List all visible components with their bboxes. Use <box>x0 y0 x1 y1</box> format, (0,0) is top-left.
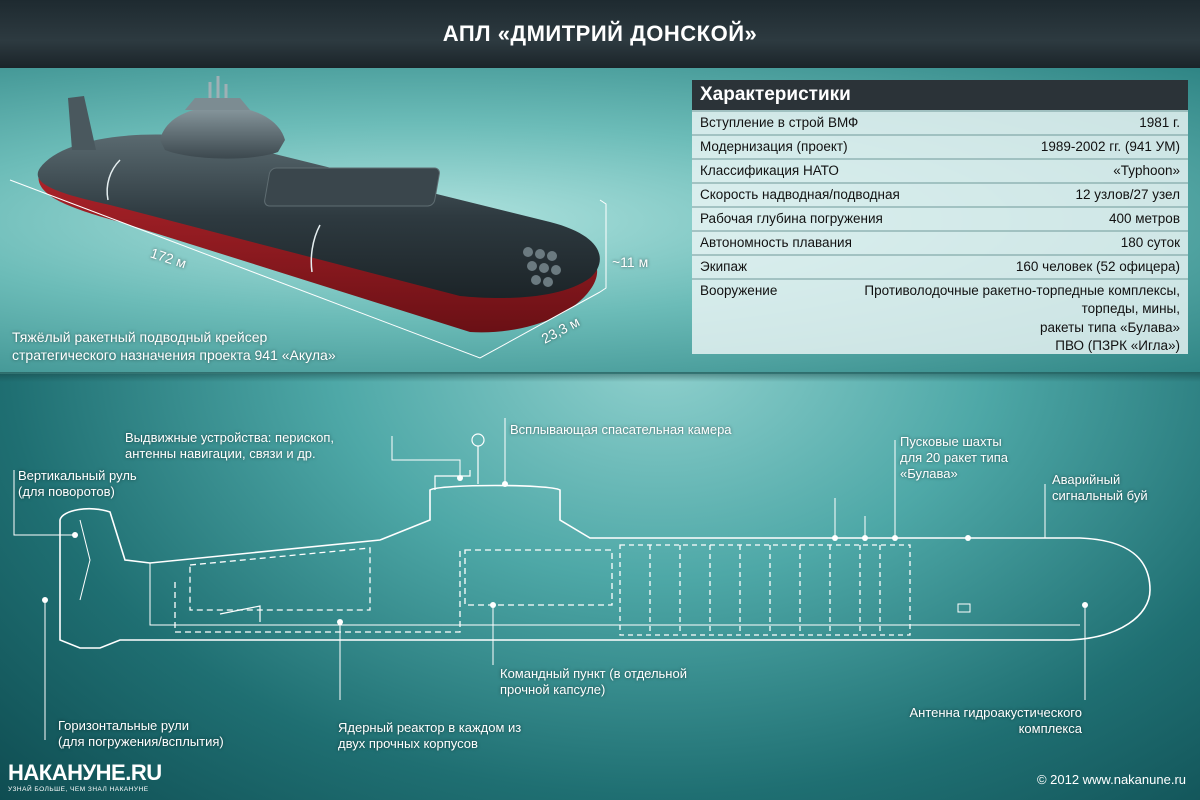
title-bar: АПЛ «ДМИТРИЙ ДОНСКОЙ» <box>0 0 1200 68</box>
logo: НАКАНУНЕ.RU <box>8 760 162 785</box>
copyright: © 2012 www.nakanune.ru <box>1036 772 1186 787</box>
specs-heading: Характеристики <box>692 80 1188 110</box>
label-horizontal-planes: Горизонтальные рули(для погружения/всплы… <box>58 718 224 749</box>
label-vertical-rudder: Вертикальный руль(для поворотов) <box>18 468 137 499</box>
panel-divider <box>0 372 1200 382</box>
spec-row: Модернизация (проект)1989-2002 гг. (941 … <box>692 134 1188 158</box>
project-caption: Тяжёлый ракетный подводный крейсер страт… <box>12 329 336 363</box>
page-title: АПЛ «ДМИТРИЙ ДОНСКОЙ» <box>442 21 758 46</box>
spec-row: Классификация НАТО«Typhoon» <box>692 158 1188 182</box>
logo-tagline: УЗНАЙ БОЛЬШЕ, ЧЕМ ЗНАЛ НАКАНУНЕ <box>8 786 149 793</box>
height-dimension: ~11 м <box>612 254 649 270</box>
label-rescue-chamber: Всплывающая спасательная камера <box>510 422 732 437</box>
submarine-3d <box>9 76 607 359</box>
submarine-schematic <box>13 418 1151 740</box>
label-retractable: Выдвижные устройства: перископ,антенны н… <box>125 430 335 461</box>
